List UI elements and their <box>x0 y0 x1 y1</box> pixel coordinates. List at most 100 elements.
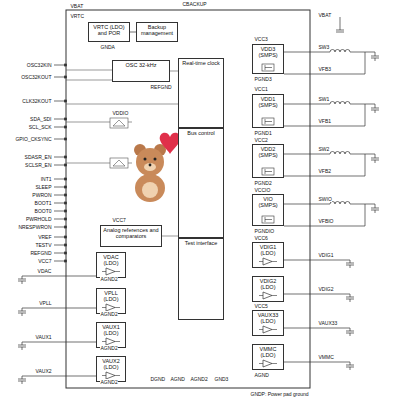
internal-wires <box>66 70 178 236</box>
block-label: VIO (SMPS) <box>253 195 283 209</box>
pin-label: SW3 <box>318 44 330 50</box>
block-label: Test interface <box>179 239 223 247</box>
pin-label: VRTC <box>70 13 85 19</box>
function-block: Real-time clock <box>178 58 224 128</box>
block-label: Real-time clock <box>179 59 223 67</box>
pin-label: BOOT0 <box>34 208 52 214</box>
block-label: VPLL (LDO) <box>97 289 125 303</box>
pin-label: VDIG1 <box>318 252 334 258</box>
function-block: VRTC (LDO) and POR <box>88 22 130 42</box>
function-block: Analog references and comparators <box>100 225 162 247</box>
block-label: VDIG2 (LDO) <box>253 277 283 291</box>
function-block: Bus control <box>178 128 224 238</box>
pin-label: VCC2 <box>254 137 268 143</box>
pin-label: PGND2 <box>254 180 272 186</box>
function-block: OSC 32-kHz <box>112 60 170 82</box>
function-block: Test interface <box>178 238 224 320</box>
pin-label: VAUX33 <box>318 320 338 326</box>
pin-label: AGND2 <box>190 376 208 382</box>
pin-label: VCC1 <box>254 86 268 92</box>
pin-label: SW1 <box>318 96 330 102</box>
pin-label: SCL_SCK <box>28 124 52 130</box>
pin-label: VDAC <box>37 268 52 274</box>
smps-symbol <box>253 215 283 224</box>
pin-label: AGND2 <box>100 379 118 385</box>
pin-label: AGND2 <box>100 345 118 351</box>
block-label: VDD1 (SMPS) <box>253 95 283 109</box>
pin-label: VAUX2 <box>35 368 52 374</box>
function-block: Backup management <box>136 22 178 42</box>
pin-label: VMMC <box>318 354 334 360</box>
pin-label: OSC32KIN <box>26 62 52 68</box>
smps-block: VDD3 (SMPS) <box>252 44 284 74</box>
pin-label: VCC6 <box>254 235 268 241</box>
pin-label: INT1 <box>40 176 52 182</box>
pin-label: CLK32KOUT <box>22 98 52 104</box>
ldo-block: VDAC (LDO) <box>96 252 126 278</box>
ldo-symbol <box>253 359 283 368</box>
block-label: Bus control <box>179 129 223 137</box>
pin-label: GPIO_CKSYNC <box>15 136 52 142</box>
pin-label: VCC3 <box>254 36 268 42</box>
smps-symbol <box>253 63 283 72</box>
ldo-block: VDIG1 (LDO) <box>252 242 284 268</box>
block-label: Analog references and comparators <box>101 226 161 240</box>
pin-label: PGND1 <box>254 130 272 136</box>
block-label: Backup management <box>137 23 177 37</box>
pin-label: GND3 <box>214 376 229 382</box>
pin-label: SDASR_EN <box>24 154 52 160</box>
block-label: VAUX1 (LDO) <box>97 323 125 337</box>
ldo-symbol <box>253 291 283 300</box>
pin-label: AGND <box>254 372 269 378</box>
pin-label: DGND <box>150 376 166 382</box>
smps-symbol <box>253 167 283 176</box>
pin-label: CBACKUP <box>182 1 207 7</box>
pin-label: REFGND <box>150 84 172 90</box>
chip-outline <box>66 10 310 388</box>
smps-block: VIO (SMPS) <box>252 194 284 226</box>
block-label: VDD3 (SMPS) <box>253 45 283 59</box>
ldo-symbol <box>253 325 283 334</box>
ldo-symbol <box>97 267 125 276</box>
pin-label: BOOT1 <box>34 200 52 206</box>
pin-label: PGNDIO <box>254 228 275 234</box>
ldo-block: VDIG2 (LDO) <box>252 276 284 302</box>
ldo-symbol <box>253 257 283 266</box>
block-label: OSC 32-kHz <box>113 61 169 69</box>
pin-label: TESTV <box>35 242 52 248</box>
ldo-block: VMMC (LDO) <box>252 344 284 370</box>
pin-label: PWRON <box>32 192 52 198</box>
left-pin-wires <box>18 64 96 384</box>
smps-block: VDD2 (SMPS) <box>252 144 284 178</box>
pin-label: VFB3 <box>318 66 332 72</box>
pin-label: VDIG2 <box>318 286 334 292</box>
block-label: VDIG1 (LDO) <box>253 243 283 257</box>
pin-label: SWIO <box>318 196 332 202</box>
pin-label: SCLSR_EN <box>25 162 52 168</box>
block-label: VDD2 (SMPS) <box>253 145 283 159</box>
pin-label: VFBIO <box>318 218 334 224</box>
pin-label: AGND2 <box>100 276 118 282</box>
pin-label: AGND2 <box>100 311 118 317</box>
pin-label: VPLL <box>39 300 52 306</box>
pin-label: VFB1 <box>318 118 332 124</box>
smps-block: VDD1 (SMPS) <box>252 94 284 128</box>
block-label: VAUX2 (LDO) <box>97 357 125 371</box>
pin-label: OSC32KOUT <box>21 74 52 80</box>
block-label: VMMC (LDO) <box>253 345 283 359</box>
pin-label: PWRHOLD <box>25 216 52 222</box>
pin-label: VREF <box>38 234 52 240</box>
block-label: VDAC (LDO) <box>97 253 125 267</box>
pin-label: GNDP: Power pad ground <box>250 391 309 397</box>
pin-label: VAUX1 <box>35 334 52 340</box>
ldo-block: VAUX33 (LDO) <box>252 310 284 336</box>
pin-label: VCC5 <box>254 303 268 309</box>
pin-label: GNDA <box>100 44 115 50</box>
pin-label: VBAT <box>318 12 332 18</box>
output-wires <box>284 17 379 370</box>
pin-label: VCC7 <box>38 258 52 264</box>
pin-label: VCC7 <box>112 217 126 223</box>
pin-label: VDDIO <box>112 110 129 116</box>
pin-label: PGND3 <box>254 76 272 82</box>
pin-label: VBAT <box>70 3 84 9</box>
